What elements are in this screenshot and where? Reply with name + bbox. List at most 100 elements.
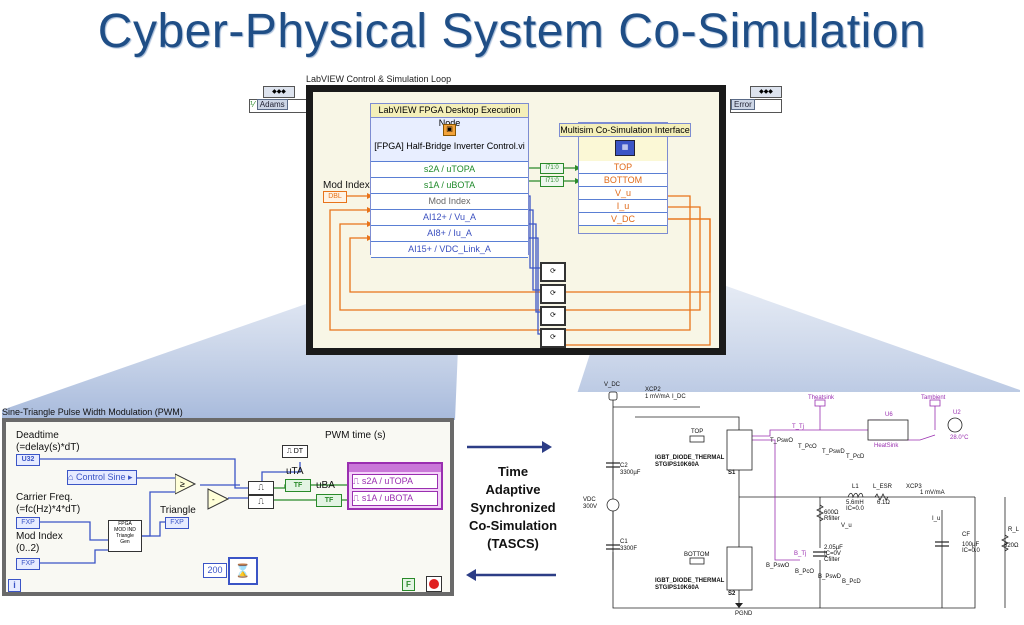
multisim-port-top: TOP	[579, 161, 667, 174]
sch-l1: L1	[852, 484, 859, 490]
sch-rfilter-name: Rfilter	[824, 516, 840, 522]
delay-node-1[interactable]: ⎍	[248, 481, 274, 495]
sch-lesr: L_ESR	[873, 484, 893, 490]
stop-condition-icon[interactable]	[426, 576, 442, 592]
right-tunnel-icon: ◆◆◆	[750, 86, 782, 98]
multisim-interface-node[interactable]: Multisim Co-Simulation Interface ▦ TOP B…	[559, 122, 691, 234]
pwm-mod-index-control[interactable]: FXP	[16, 558, 40, 570]
tascs-line-0: Time	[497, 464, 529, 479]
control-sine-label: Control Sine	[75, 472, 126, 482]
rfilter-icon	[816, 504, 824, 522]
sch-rfilter: 600Ω	[824, 510, 839, 516]
triangle-indicator[interactable]: FXP	[165, 517, 189, 529]
tascs-line-1: Adaptive	[485, 482, 541, 497]
loop-mod-index-label: Mod Index	[323, 180, 370, 191]
sch-iu: I_u	[932, 516, 941, 522]
arrow-right-icon	[542, 441, 552, 453]
loop-condition-false[interactable]: F	[402, 578, 415, 591]
sch-idc: I_DC	[672, 394, 686, 400]
multisim-port-vdc: V_DC	[579, 213, 667, 226]
fpga-port-4: AI8+ / Iu_A	[371, 226, 528, 242]
compare-functions: ≥ -	[175, 473, 230, 510]
svg-text:-: -	[212, 495, 215, 504]
heatsink-icon	[867, 419, 909, 441]
loop-count-constant[interactable]: 200	[203, 563, 227, 578]
sch-cf-val: 100µF	[962, 542, 980, 548]
sch-s2: S2	[728, 591, 736, 597]
carrier-control[interactable]: FXP	[16, 517, 40, 529]
pwm-title: Sine-Triangle Pulse Width Modulation (PW…	[2, 407, 183, 417]
sch-l1-ic: IC=0.0	[846, 506, 864, 512]
adams-tag: Adams	[256, 99, 288, 110]
tascs-line-3: Co-Simulation	[468, 518, 558, 533]
l1-icon	[847, 492, 864, 499]
sch-vdc-val: 300V	[583, 504, 598, 510]
carrier-label: Carrier Freq. (=fc(Hz)*4*dT)	[16, 492, 81, 515]
deadtime-control[interactable]: U32	[16, 454, 40, 466]
sch-u6: U6	[885, 412, 893, 418]
sch-heatsink: HeatSink	[874, 443, 899, 449]
lesr-icon	[874, 493, 889, 501]
uba-label: uBA	[316, 480, 335, 491]
sch-c2: C2	[620, 463, 628, 469]
uta-indicator[interactable]: TF	[285, 479, 311, 492]
multisim-icon: ▦	[615, 140, 635, 156]
wait-timer-icon[interactable]: ⌛	[228, 557, 258, 585]
sch-igbt2-part: STGIPS10K60A	[655, 585, 700, 591]
sch-vu: V_u	[841, 523, 852, 529]
info-icon[interactable]: i	[8, 579, 21, 592]
pwm-output-1: ⎍ s1A / uBOTA	[352, 491, 438, 506]
sch-rl: R_L	[1008, 527, 1020, 533]
sch-c2-val: 3300µF	[620, 470, 641, 476]
triangle-label: Triangle	[160, 505, 196, 516]
fpga-vi-icon: ▣	[443, 124, 456, 136]
sch-t-pswo: T_PswO	[770, 438, 794, 444]
feedback-node-3[interactable]: ⟳	[540, 306, 566, 326]
uba-indicator[interactable]: TF	[316, 494, 342, 507]
feedback-node-2[interactable]: ⟳	[540, 284, 566, 304]
deadtime-label: Deadtime (=delay(s)*dT)	[16, 430, 80, 453]
fpga-port-2: Mod Index	[371, 194, 528, 210]
sch-theatsink: Theatsink	[808, 395, 835, 401]
uta-label: uTA	[286, 466, 304, 477]
sch-xcp3: XCP3	[906, 484, 922, 490]
loop-mod-index-control[interactable]: DBL	[323, 191, 347, 203]
pwm-output-node[interactable]: ⎍ s2A / uTOPA ⎍ s1A / uBOTA	[347, 462, 443, 510]
feedback-node-4[interactable]: ⟳	[540, 328, 566, 348]
loop-right-tag: Error	[730, 99, 782, 113]
fpga-execution-node[interactable]: LabVIEW FPGA Desktop Execution Node ▣ [F…	[370, 103, 529, 258]
sch-bottom: BOTTOM	[684, 552, 710, 558]
loop-left-tag: ⅟ Adams	[249, 99, 309, 113]
multisim-port-bottom: BOTTOM	[579, 174, 667, 187]
sch-igbt1-part: STGIPS10K60A	[655, 462, 700, 468]
fpga-port-0: s2A / uTOPA	[371, 162, 528, 178]
igbt-bottom-icon	[726, 546, 753, 591]
triangle-gen-vi[interactable]: FPGA MOD IND Triangle Gen	[108, 520, 142, 552]
rl-icon	[1001, 534, 1009, 552]
sch-cf-ic: IC=0.0	[962, 548, 980, 554]
sch-t-pswd: T_PswD	[822, 449, 845, 455]
fpga-node-caption: LabVIEW FPGA Desktop Execution Node	[371, 104, 528, 128]
sch-c1-val: 3300F	[620, 546, 638, 552]
negate-icon	[207, 488, 230, 510]
sch-b-tj: B_Tj	[794, 551, 807, 557]
feedback-node-1[interactable]: ⟳	[540, 262, 566, 282]
fxp-tag-top: I71:0	[540, 163, 564, 174]
sch-cf: CF	[962, 532, 970, 538]
sch-xcp3-scale: 1 mV/mA	[920, 490, 945, 496]
sch-b-pswd: B_PswD	[818, 574, 842, 580]
svg-text:≥: ≥	[180, 479, 185, 489]
left-tunnel-icon: ◆◆◆	[263, 86, 295, 98]
sch-cfilter: Cfilter	[824, 557, 840, 563]
sch-c1: C1	[620, 539, 628, 545]
vdc-source-icon	[606, 498, 620, 512]
fpga-vi-name: [FPGA] Half-Bridge Inverter Control.vi	[374, 141, 525, 151]
pwm-time-indicator[interactable]: ⎍ DT	[282, 445, 308, 458]
sch-b-pcd: B_PcD	[842, 579, 861, 585]
sch-lesr-val: 6.1Ω	[877, 500, 890, 506]
delay-node-2[interactable]: ⎍	[248, 495, 274, 509]
control-sine-node[interactable]: ⌂ Control Sine ▸	[67, 470, 137, 485]
multisim-port-vu: V_u	[579, 187, 667, 200]
